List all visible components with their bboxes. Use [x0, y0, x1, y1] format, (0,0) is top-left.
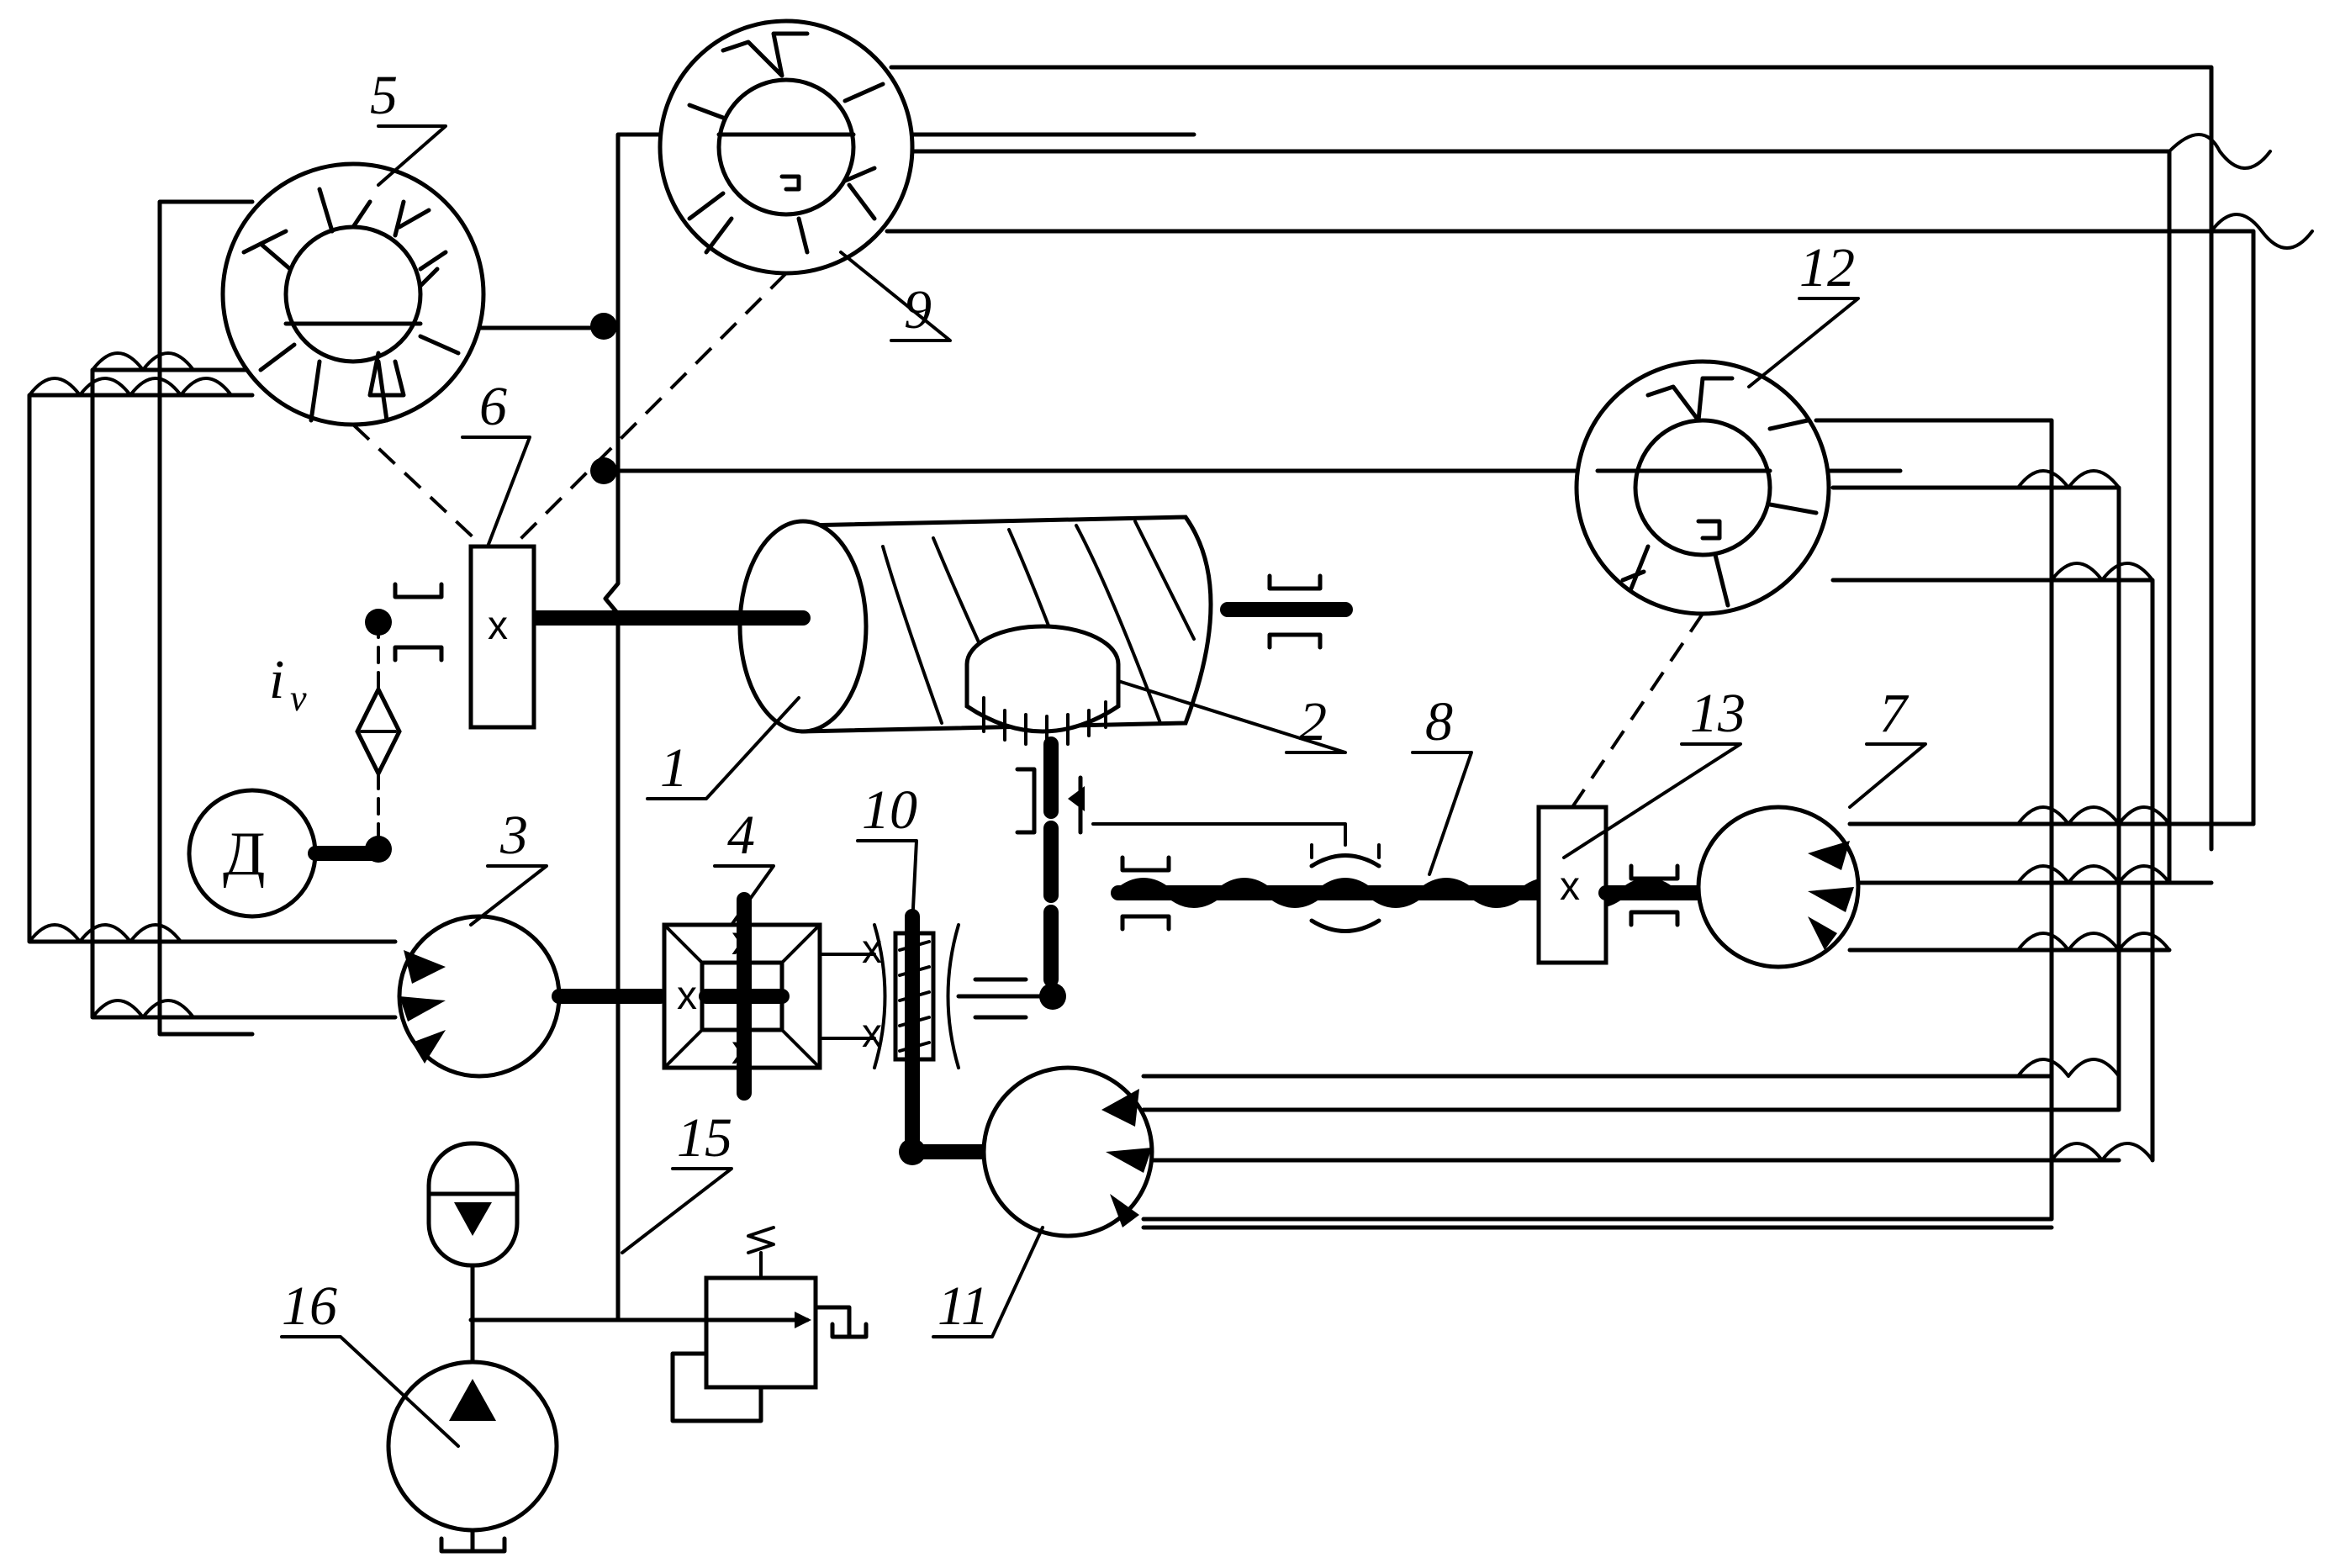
label-4: 4 — [727, 805, 755, 866]
relief-valve — [673, 1227, 866, 1421]
label-6: 6 — [479, 376, 507, 437]
label-2: 2 — [1299, 691, 1327, 752]
label-7: 7 — [1879, 683, 1910, 744]
label-13: 13 — [1690, 683, 1746, 744]
rotary-distributor-9 — [660, 21, 912, 273]
label-16: 16 — [282, 1275, 337, 1337]
label-11: 11 — [938, 1275, 989, 1337]
spindle-bearing — [395, 584, 441, 660]
leader-lines — [282, 126, 1925, 1446]
gear-13-mark: x — [1560, 864, 1580, 909]
label-9: 9 — [904, 279, 932, 341]
junction-upper — [590, 313, 617, 340]
svg-text:x: x — [862, 927, 882, 972]
gear-10: x x — [862, 916, 959, 1152]
rotary-distributor-12 — [1577, 362, 1829, 614]
electric-motor-label: Д — [223, 820, 265, 889]
label-15: 15 — [677, 1107, 732, 1169]
svg-text:x: x — [677, 974, 697, 1018]
ratio-sub: v — [290, 678, 307, 719]
label-10: 10 — [862, 779, 917, 841]
label-8: 8 — [1425, 691, 1453, 752]
svg-text:x: x — [732, 919, 752, 964]
hydro-motor-7 — [1698, 807, 1858, 967]
svg-text:x: x — [732, 1028, 752, 1073]
rotary-distributor-5 — [223, 164, 483, 425]
hydro-motor-11 — [984, 1068, 1152, 1236]
motor-11-lines — [1144, 1059, 2152, 1227]
label-5: 5 — [370, 65, 398, 126]
label-12: 12 — [1799, 237, 1855, 298]
svg-text:x: x — [862, 1011, 882, 1056]
junction-lower — [590, 457, 617, 484]
ratio-label: i — [269, 649, 284, 710]
gear-6-mark: x — [488, 604, 508, 648]
label-1: 1 — [660, 737, 688, 799]
hydro-motor-3 — [399, 916, 559, 1076]
differential-4: x x x — [664, 900, 820, 1093]
label-3: 3 — [499, 805, 528, 866]
